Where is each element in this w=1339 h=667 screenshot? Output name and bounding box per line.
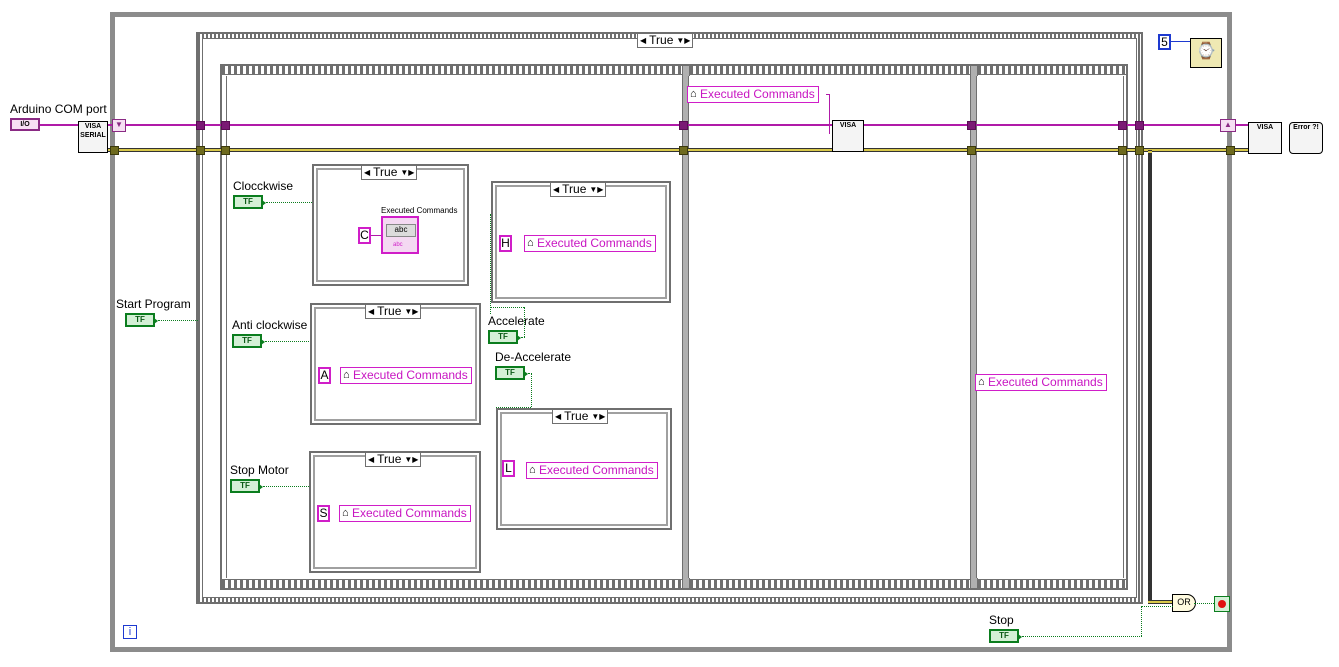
stop-motor-control[interactable]: TF	[230, 479, 263, 493]
stop-motor-case-selector[interactable]: ◀True▼▶	[365, 452, 422, 467]
anti-clockwise-case-structure	[310, 303, 481, 425]
wait-constant[interactable]: 5	[1158, 34, 1171, 50]
anti-clockwise-control[interactable]: TF	[232, 334, 265, 348]
de-accelerate-control[interactable]: TF	[495, 366, 528, 380]
or-function-icon[interactable]: OR	[1172, 594, 1196, 612]
executed-commands-indicator-caption: Executed Commands	[381, 206, 458, 215]
while-loop	[110, 12, 1232, 652]
error-handler-icon[interactable]: Error ?!	[1289, 122, 1323, 154]
accelerate-case-selector[interactable]: ◀True▼▶	[550, 182, 607, 197]
sequence-frame-2	[688, 76, 972, 578]
visa-write-icon[interactable]: VISA	[832, 120, 864, 152]
de-accelerate-string-constant[interactable]: L	[502, 460, 515, 477]
com-port-control[interactable]: I/O	[10, 118, 40, 131]
stop-control[interactable]: TF	[989, 629, 1022, 643]
de-accelerate-label: De-Accelerate	[495, 350, 572, 364]
stop-icon	[1218, 600, 1226, 608]
visa-serial-icon[interactable]: VISA SERIAL	[78, 121, 108, 153]
de-accelerate-case-selector[interactable]: ◀True▼▶	[552, 409, 609, 424]
visa-resource-wire	[40, 124, 1250, 126]
shift-register-right-icon: ▲	[1220, 119, 1236, 132]
accelerate-local-variable[interactable]: Executed Commands	[524, 235, 656, 252]
error-wire	[104, 148, 1249, 152]
flat-sequence	[220, 64, 1128, 590]
start-program-label: Start Program	[116, 297, 191, 311]
visa-write-local-variable[interactable]: Executed Commands	[687, 86, 819, 103]
start-program-control[interactable]: TF	[125, 313, 158, 327]
visa-close-icon[interactable]: VISA	[1248, 122, 1282, 154]
anti-clockwise-case-selector[interactable]: ◀True▼▶	[365, 304, 422, 319]
clockwise-string-constant[interactable]: C	[358, 227, 371, 244]
loop-stop-terminal[interactable]	[1214, 596, 1230, 612]
frame3-local-variable[interactable]: Executed Commands	[975, 374, 1107, 391]
outer-case-selector[interactable]: ◀True▼▶	[637, 33, 694, 48]
stop-label: Stop	[989, 613, 1014, 627]
wait-icon[interactable]: ⌚	[1190, 38, 1222, 68]
anti-clockwise-local-variable[interactable]: Executed Commands	[340, 367, 472, 384]
stop-motor-local-variable[interactable]: Executed Commands	[339, 505, 471, 522]
stop-motor-label: Stop Motor	[230, 463, 289, 477]
anti-clockwise-string-constant[interactable]: A	[318, 367, 331, 384]
accelerate-string-constant[interactable]: H	[499, 235, 512, 252]
accelerate-control[interactable]: TF	[488, 330, 521, 344]
clockwise-control[interactable]: TF	[233, 195, 266, 209]
de-accelerate-local-variable[interactable]: Executed Commands	[526, 462, 658, 479]
executed-commands-indicator[interactable]: abc abc	[381, 216, 419, 254]
clockwise-label: Clocckwise	[233, 179, 294, 193]
stop-motor-string-constant[interactable]: S	[317, 505, 330, 522]
iteration-terminal: i	[123, 625, 137, 639]
accelerate-label: Accelerate	[488, 314, 545, 328]
anti-clockwise-label: Anti clockwise	[232, 318, 308, 332]
clockwise-case-selector[interactable]: ◀True▼▶	[361, 165, 418, 180]
shift-register-left-icon: ▼	[112, 119, 126, 132]
com-port-label: Arduino COM port	[10, 102, 107, 116]
sequence-frame-3	[976, 76, 1124, 578]
